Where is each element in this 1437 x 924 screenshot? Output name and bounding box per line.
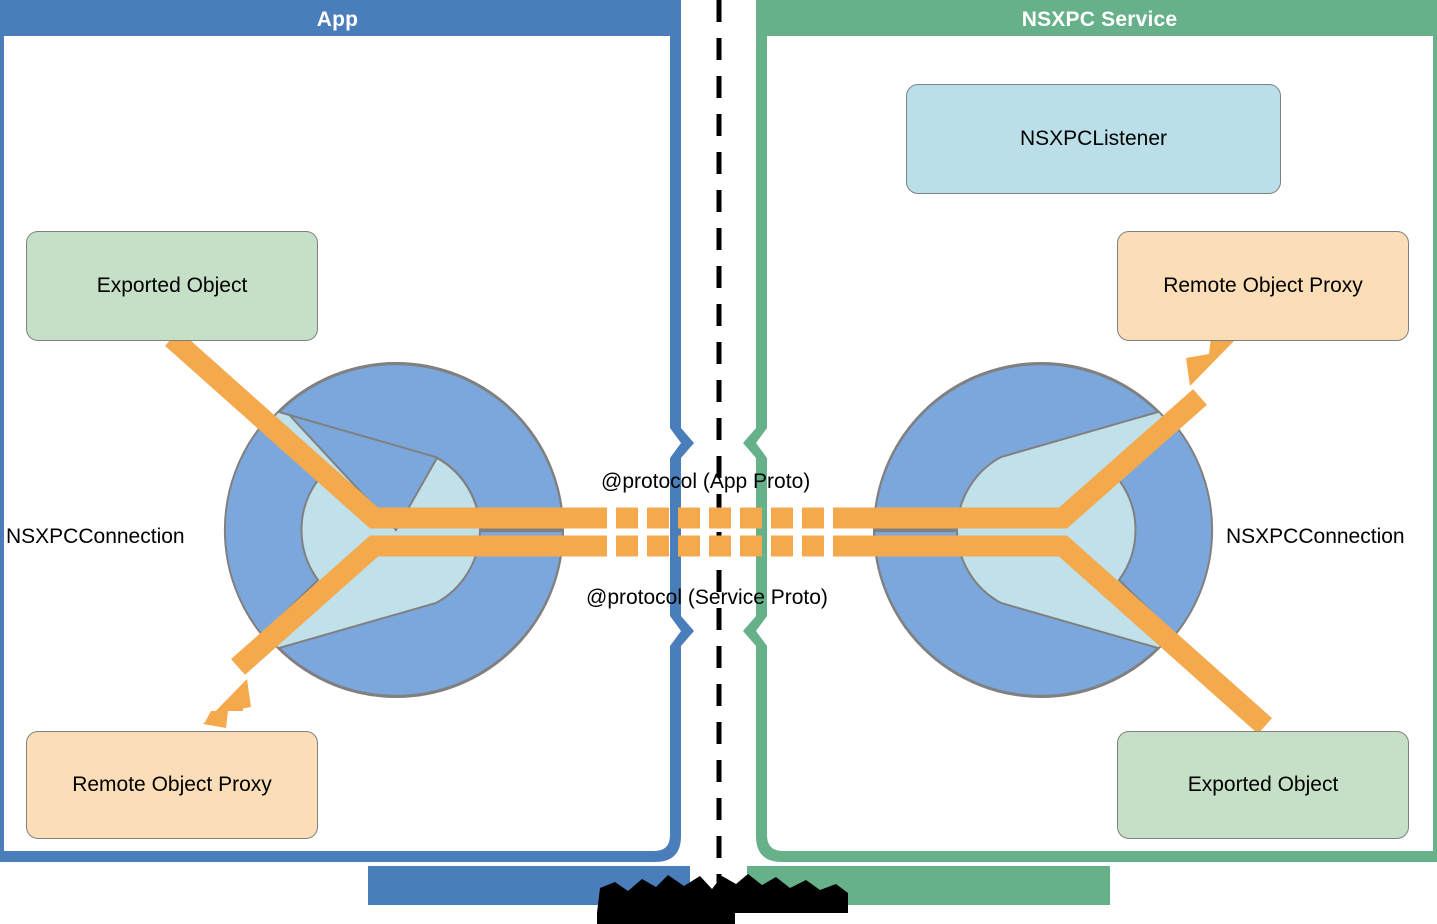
node-service-exported-object[interactable]: Exported Object [1117, 731, 1409, 839]
pipe-service-exported-to-app [848, 535, 1272, 734]
node-nsxpc-listener[interactable]: NSXPCListener [906, 84, 1281, 194]
pipe-app-exported-to-service [165, 330, 590, 529]
node-app-remote-object-proxy[interactable]: Remote Object Proxy [26, 731, 318, 839]
bottom-artifact [597, 874, 848, 924]
node-service-remote-object-proxy[interactable]: Remote Object Proxy [1117, 231, 1409, 341]
node-app-exported-object[interactable]: Exported Object [26, 231, 318, 341]
pipe-app-to-service-remote [848, 337, 1234, 529]
pipe-service-to-app-remote [203, 535, 590, 728]
